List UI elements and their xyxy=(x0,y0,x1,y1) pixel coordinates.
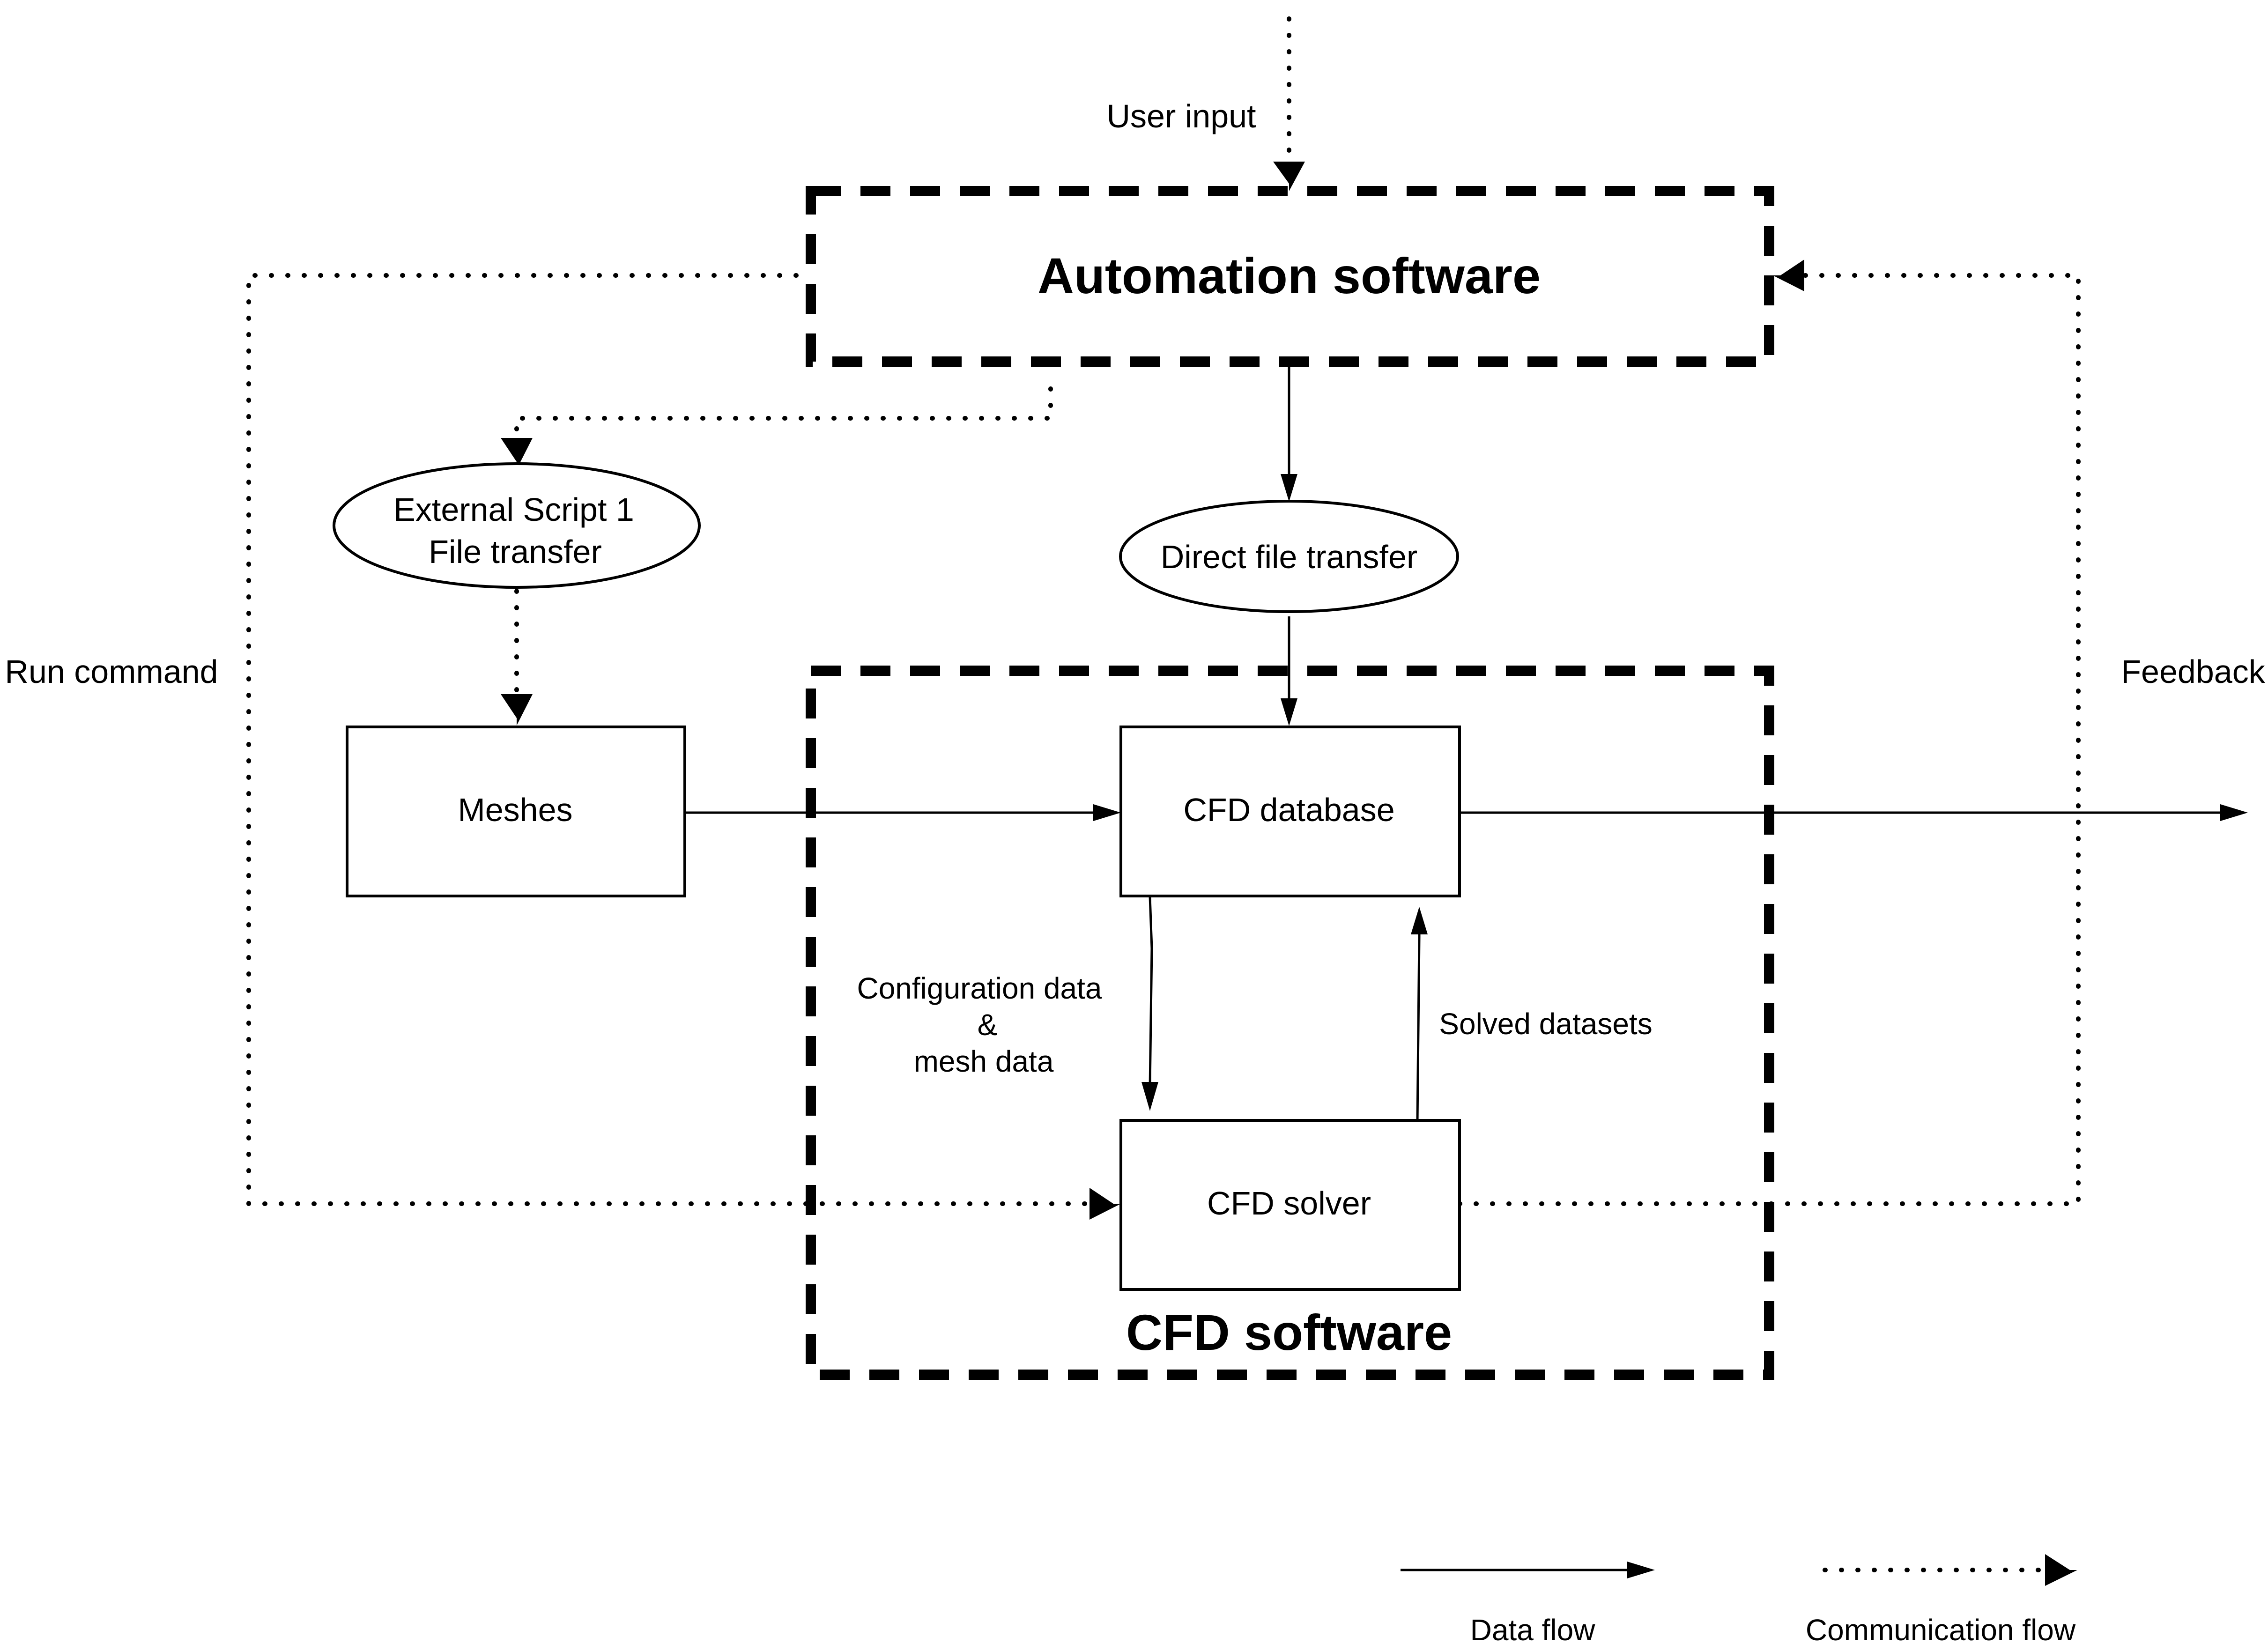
cfd-software-title: CFD software xyxy=(1126,1304,1452,1361)
legend-data-arrowhead xyxy=(1627,1562,1655,1578)
run-command-label: Run command xyxy=(5,653,218,690)
meshes-node xyxy=(346,726,686,897)
feedback-label: Feedback xyxy=(2121,653,2265,690)
external-script-label-line2: File transfer xyxy=(429,533,602,570)
direct-file-transfer-node xyxy=(1119,500,1459,613)
direct-file-transfer-label: Direct file transfer xyxy=(1161,539,1417,575)
user-input-arrowhead xyxy=(1273,162,1305,191)
configuration-data-label-line2: & xyxy=(978,1008,998,1042)
legend-communication-arrowhead xyxy=(2045,1554,2077,1586)
automation-software-title: Automation software xyxy=(1038,247,1541,304)
external-script-node xyxy=(333,462,701,589)
meshes-label: Meshes xyxy=(458,792,572,828)
cfd-database-label: CFD database xyxy=(1183,792,1394,828)
legend-data-flow-label: Data flow xyxy=(1470,1613,1596,1644)
cfd-solver-label: CFD solver xyxy=(1207,1185,1371,1222)
database-output-arrowhead xyxy=(2220,804,2248,821)
solver-to-database-arrowhead xyxy=(1411,907,1428,934)
cfd-software-group xyxy=(806,666,1774,1380)
script-arrowhead xyxy=(501,438,533,469)
solver-to-database-line xyxy=(1416,928,1421,1123)
feedback-arrowhead xyxy=(1773,259,1804,291)
feedback-line xyxy=(1457,273,2081,1206)
run-command-line xyxy=(246,273,1098,1206)
meshes-to-database-arrowhead xyxy=(1093,804,1121,821)
database-to-solver-arrowhead xyxy=(1141,1082,1158,1111)
configuration-data-label-line1: Configuration data xyxy=(857,971,1102,1005)
legend-communication-flow-label: Communication flow xyxy=(1806,1613,2076,1644)
meshes-arrowhead xyxy=(501,694,533,726)
direct-transfer-arrowhead xyxy=(1281,474,1297,502)
database-in-arrowhead xyxy=(1281,698,1297,726)
cfd-database-node xyxy=(1119,726,1461,897)
database-to-solver-line xyxy=(1149,896,1153,1088)
configuration-data-label-line3: mesh data xyxy=(914,1044,1054,1078)
cfd-solver-node xyxy=(1119,1119,1461,1291)
solved-datasets-label: Solved datasets xyxy=(1439,1007,1652,1041)
run-command-arrowhead xyxy=(1090,1188,1121,1220)
automation-to-script-line xyxy=(514,386,1053,452)
user-input-label: User input xyxy=(1106,98,1256,134)
external-script-label-line1: External Script 1 xyxy=(393,491,634,528)
